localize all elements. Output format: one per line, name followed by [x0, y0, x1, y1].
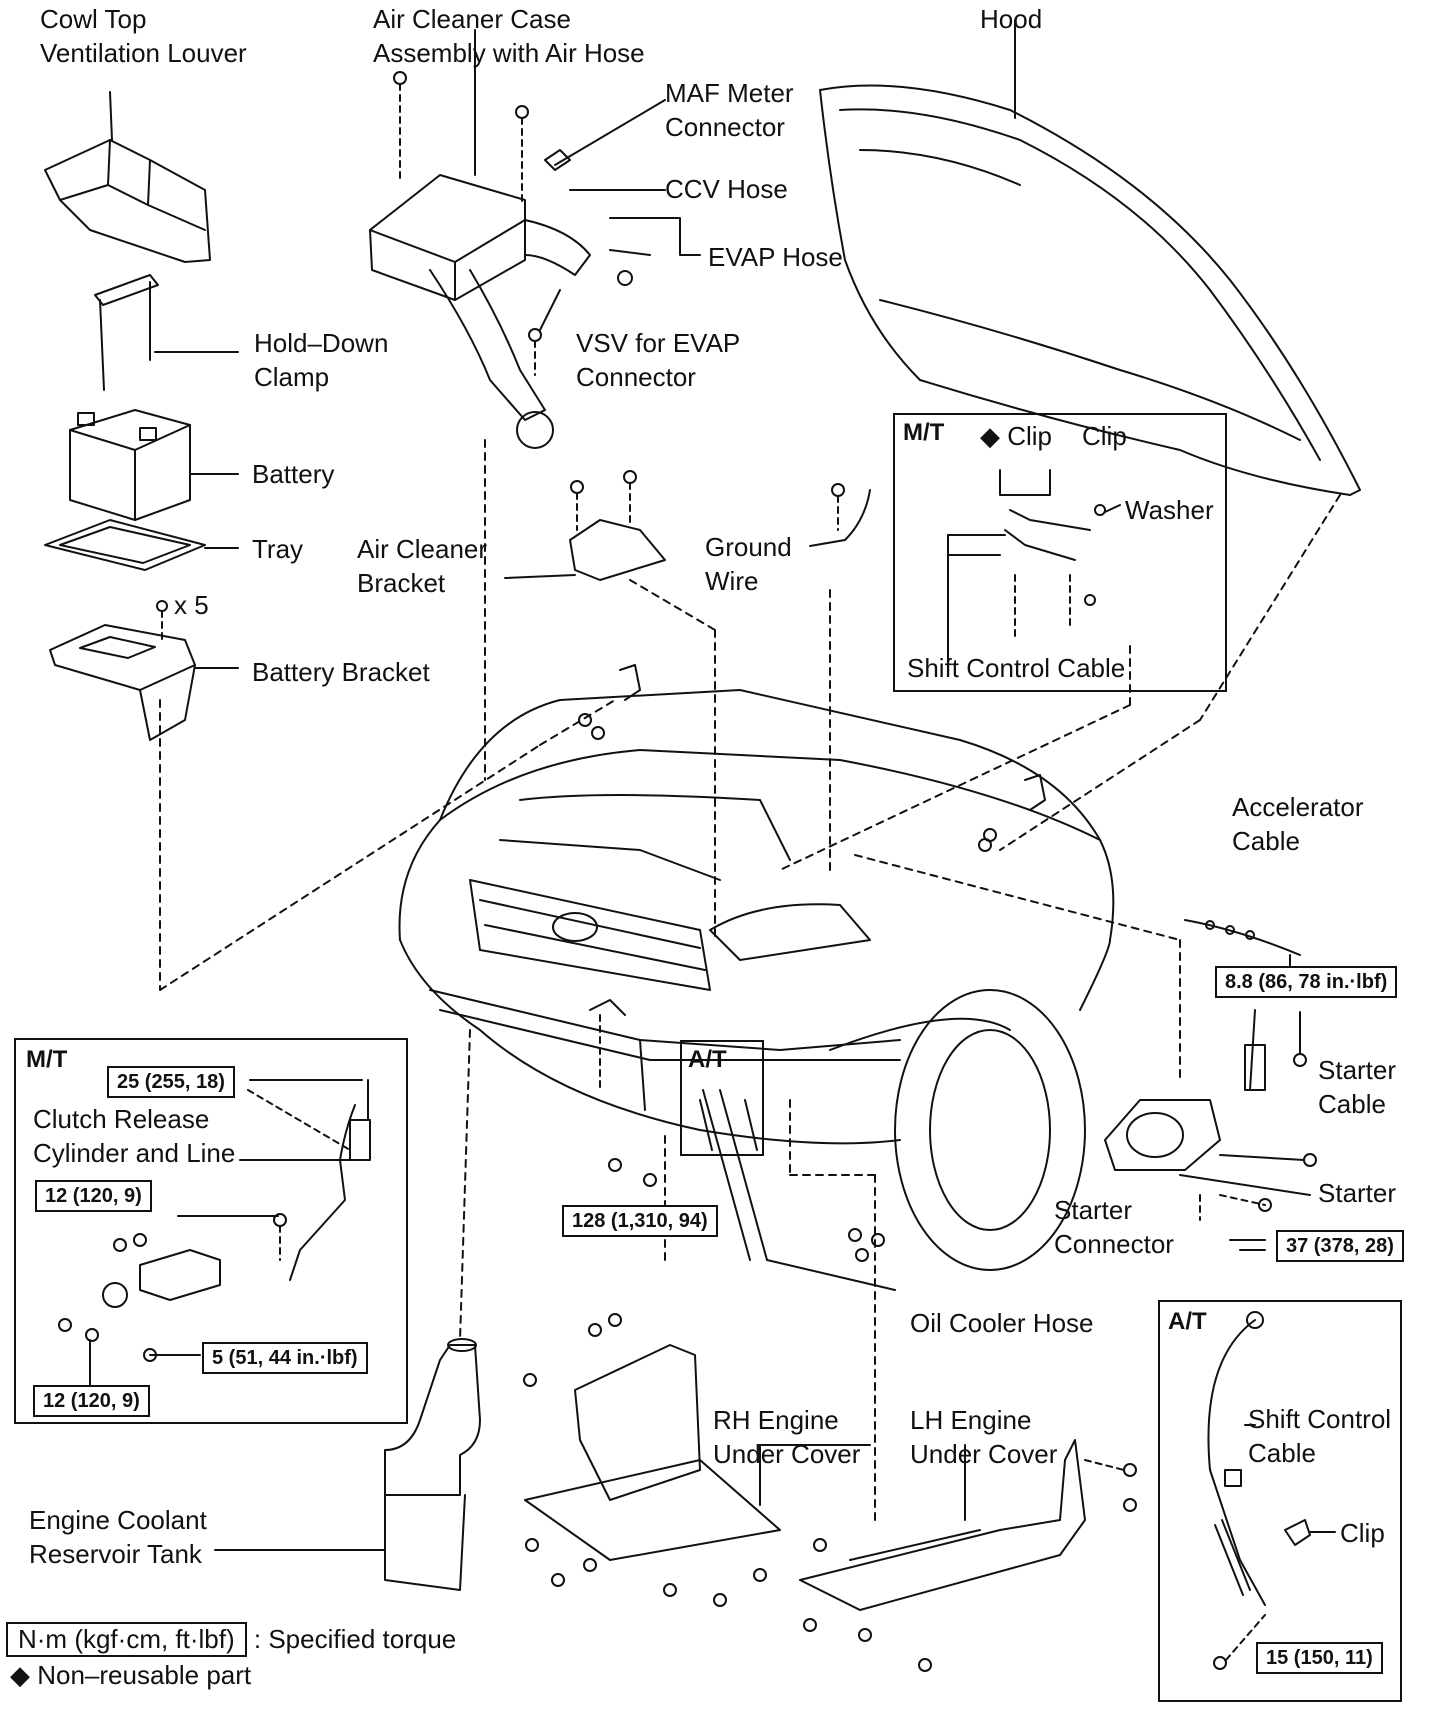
battery-bracket-drawing — [49, 600, 239, 991]
hood-drawing — [819, 19, 1361, 851]
torque-accelerator: 8.8 (86, 78 in.·lbf) — [1215, 966, 1398, 998]
torque-25: 25 (255, 18) — [107, 1066, 235, 1098]
torque-12-upper: 12 (120, 9) — [35, 1180, 152, 1212]
mt-inset-header: M/T — [903, 419, 945, 446]
at-oil-cooler-inset: A/T — [680, 1040, 764, 1156]
ground-wire-drawing — [809, 483, 871, 547]
at-inset-header: A/T — [1168, 1308, 1207, 1335]
coolant-tank-drawing — [214, 1338, 481, 1591]
mt-clutch-header: M/T — [26, 1046, 68, 1073]
hold-down-clamp-drawing — [94, 274, 239, 391]
air-cleaner-bracket-drawing — [504, 470, 716, 941]
lh-under-cover-drawing — [799, 1439, 1137, 1672]
tray-label: Tray — [252, 534, 304, 564]
oil-cooler-hose-drawing — [702, 1089, 896, 1291]
clip-label: Clip — [1082, 421, 1127, 451]
air-cleaner-case-drawing — [369, 29, 701, 449]
front-bolts-drawing — [578, 664, 1046, 1262]
cowl-top-louver-drawing — [44, 91, 211, 263]
at-inset-drawing — [1207, 1311, 1336, 1670]
mt-inset-drawing — [947, 469, 1121, 671]
mt-shift-cable-inset: M/T ◆ Clip Clip Washer Shift Control Cab… — [893, 413, 1227, 692]
shift-control-cable-label: Shift Control Cable — [907, 653, 1126, 683]
torque-5: 5 (51, 44 in.·lbf) — [202, 1342, 368, 1374]
torque-unit-box: N·m (kgf·cm, ft·lbf) — [6, 1622, 247, 1657]
vehicle-body-drawing — [398, 689, 1115, 1341]
starter-label: Starter — [1318, 1178, 1397, 1208]
oil-cooler-hose-label: Oil Cooler Hose — [910, 1308, 1094, 1338]
hood-label: Hood — [980, 4, 1043, 34]
at-clip-label: Clip — [1340, 1518, 1385, 1548]
battery-bracket-label: Battery Bracket — [252, 657, 430, 687]
tray-drawing — [44, 519, 239, 571]
nonreusable-clip-label: ◆ Clip — [980, 421, 1053, 451]
at-small-inset-drawing — [699, 1099, 758, 1151]
torque-15: 15 (150, 11) — [1256, 1642, 1383, 1674]
battery-label: Battery — [252, 459, 335, 489]
torque-unit-desc: : Specified torque — [253, 1624, 457, 1654]
dashed-leader-lines — [159, 439, 1181, 1521]
starter-drawing — [1104, 1009, 1317, 1251]
torque-starter: 37 (378, 28) — [1276, 1230, 1404, 1262]
evap-hose-label: EVAP Hose — [708, 242, 843, 272]
battery-drawing — [69, 409, 239, 521]
rh-cover-bolts — [525, 1538, 767, 1607]
lh-cover-bolts — [803, 1538, 932, 1672]
torque-12-lower: 12 (120, 9) — [33, 1385, 150, 1417]
at-small-header: A/T — [688, 1046, 727, 1073]
clutch-inset-drawing — [58, 1079, 371, 1386]
bolt-quantity-label: x 5 — [174, 590, 209, 620]
torque-legend: N·m (kgf·cm, ft·lbf) : Specified torque — [6, 1622, 456, 1657]
washer-label: Washer — [1125, 495, 1214, 525]
torque-under-cover: 128 (1,310, 94) — [562, 1205, 718, 1237]
rh-under-cover-drawing — [523, 1313, 871, 1607]
ccv-hose-label: CCV Hose — [665, 174, 788, 204]
nonreusable-legend: ◆ Non–reusable part — [10, 1660, 252, 1690]
